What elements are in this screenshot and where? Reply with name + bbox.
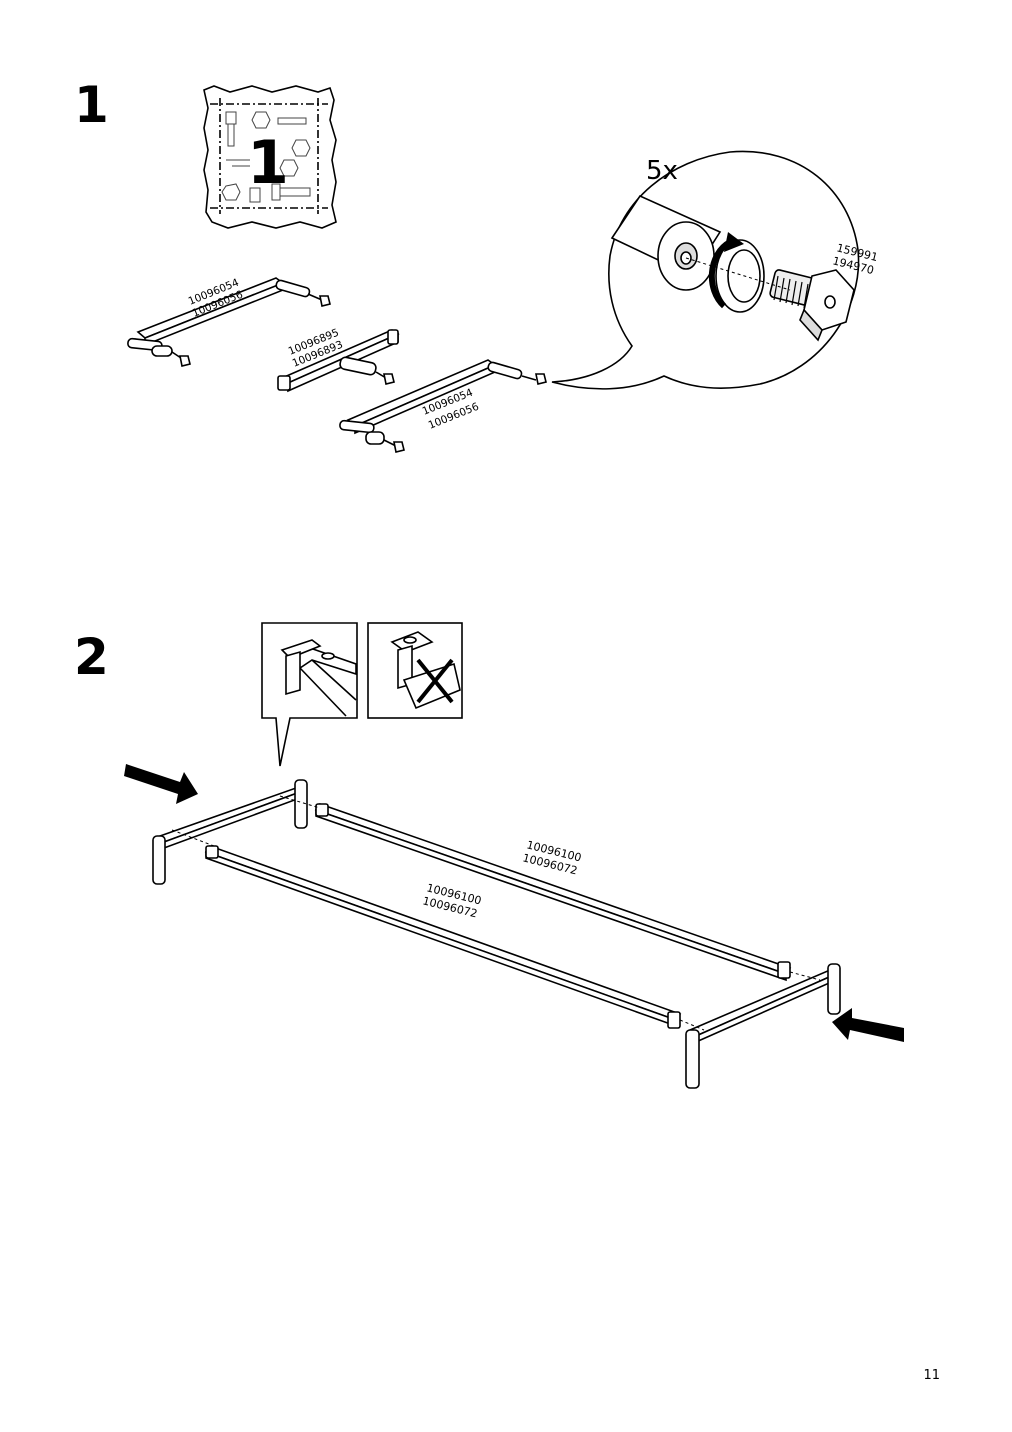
rotate-arrow-icon <box>709 239 732 309</box>
step-2-number: 2 <box>74 628 109 686</box>
bed-frame <box>152 779 841 1089</box>
bag-number: 1 <box>247 128 289 198</box>
push-arrow-left-icon <box>124 764 198 804</box>
rotate-arrow-head-icon <box>724 232 744 252</box>
page-number: 11 <box>923 1368 940 1383</box>
step-1-number: 1 <box>74 76 109 134</box>
assembly-guide-lines <box>171 795 821 1031</box>
quantity-label: 5x <box>646 156 678 186</box>
frame-middle <box>277 329 400 393</box>
alignment-line <box>685 257 791 291</box>
detail-zoom-bubble <box>551 150 860 390</box>
detail-correct-panel <box>261 622 358 767</box>
frame-end-left <box>127 277 331 367</box>
frame-end-right <box>339 359 547 453</box>
hardware-bag-icon <box>203 85 337 229</box>
push-arrow-right-icon <box>832 1008 904 1042</box>
incorrect-cross-icon <box>416 658 454 704</box>
detail-incorrect-panel <box>367 622 463 719</box>
